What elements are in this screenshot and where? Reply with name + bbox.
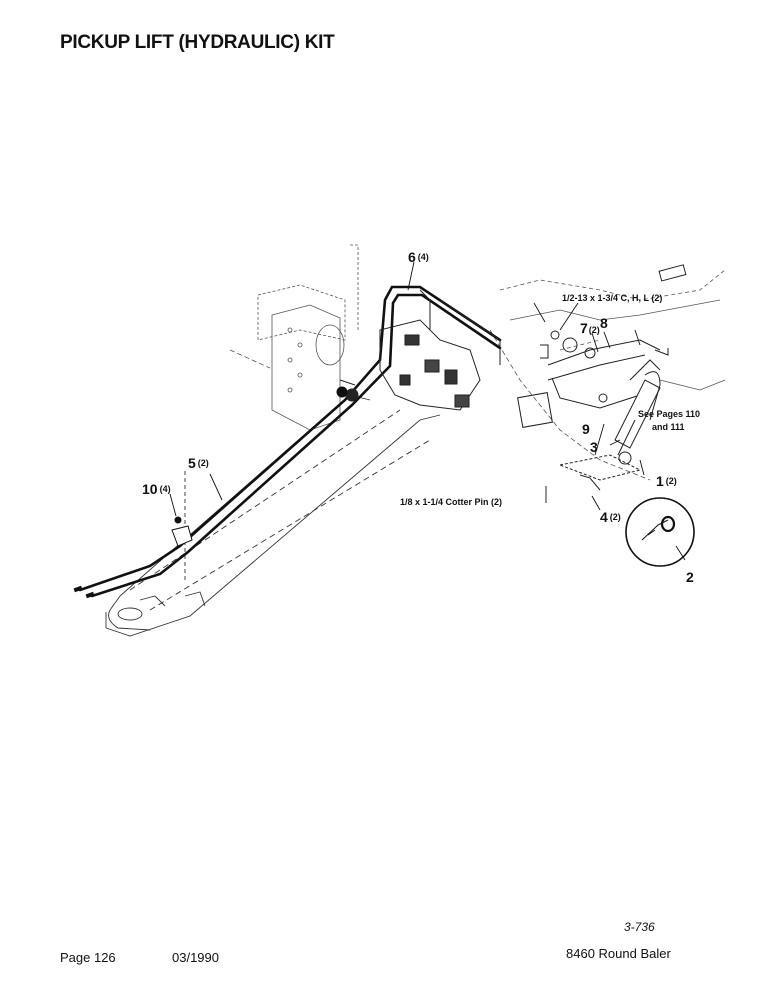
callout-9: 9 — [582, 421, 590, 437]
detail-circle — [625, 497, 695, 567]
callout-2: 2 — [686, 569, 694, 585]
valve-block — [339, 289, 501, 411]
revision-date: 03/1990 — [172, 950, 219, 965]
callout-1: 1(2) — [656, 473, 677, 489]
callout-5: 5(2) — [188, 455, 209, 471]
reference-code: 3-736 — [624, 920, 655, 934]
hose-ends — [73, 585, 95, 599]
model-name: 8460 Round Baler — [566, 946, 671, 961]
cotter-pin-note: 1/8 x 1-1/4 Cotter Pin (2) — [400, 497, 502, 507]
lift-cylinder — [517, 264, 687, 491]
hose-clamp — [171, 386, 348, 547]
baler-frame-outline — [229, 244, 726, 481]
page-number: Page 126 — [60, 950, 116, 965]
see-pages-note-line2: and 111 — [652, 422, 685, 432]
page-title: PICKUP LIFT (HYDRAULIC) KIT — [60, 32, 335, 53]
tongue-arm — [105, 394, 441, 637]
callout-6: 6(4) — [408, 249, 429, 265]
callout-4: 4(2) — [600, 509, 621, 525]
hydraulic-hoses — [78, 285, 502, 598]
callout-3: 3 — [590, 439, 598, 455]
callout-7: 7(2) — [580, 320, 600, 336]
leader-lines — [169, 261, 686, 561]
callout-10: 10(4) — [142, 481, 171, 497]
see-pages-note-line1: See Pages 110 — [638, 409, 700, 419]
callout-8: 8 — [600, 315, 608, 331]
bolt-note: 1/2-13 x 1-3/4 C, H, L (2) — [562, 293, 662, 303]
